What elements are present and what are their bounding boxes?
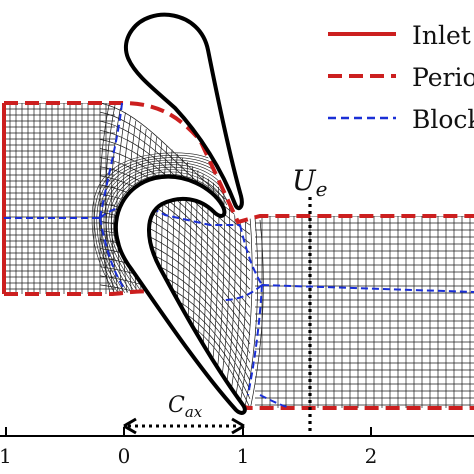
- arrow-head-left: [123, 417, 137, 435]
- block-boundaries: [4, 102, 474, 409]
- lower-blade: [113, 174, 247, 415]
- legend: Inlet Perio Block: [328, 21, 474, 134]
- x-tick-label: 1: [237, 444, 250, 468]
- legend-label-periodic: Perio: [412, 63, 474, 92]
- periodic-boundary-top: [4, 101, 474, 225]
- axial-chord-label: Cax: [168, 393, 203, 421]
- x-axis-ticks: [5, 427, 372, 436]
- legend-label-block: Block: [412, 105, 474, 134]
- exit-velocity-label: Ue: [292, 164, 327, 201]
- upper-blade: [123, 12, 244, 211]
- x-tick-label: -1: [0, 444, 12, 468]
- legend-label-inlet: Inlet: [412, 21, 471, 50]
- x-tick-label: 0: [118, 444, 131, 468]
- mesh-grid: [3, 103, 474, 408]
- x-tick-label: 2: [365, 444, 378, 468]
- periodic-boundary-bottom: [4, 289, 474, 410]
